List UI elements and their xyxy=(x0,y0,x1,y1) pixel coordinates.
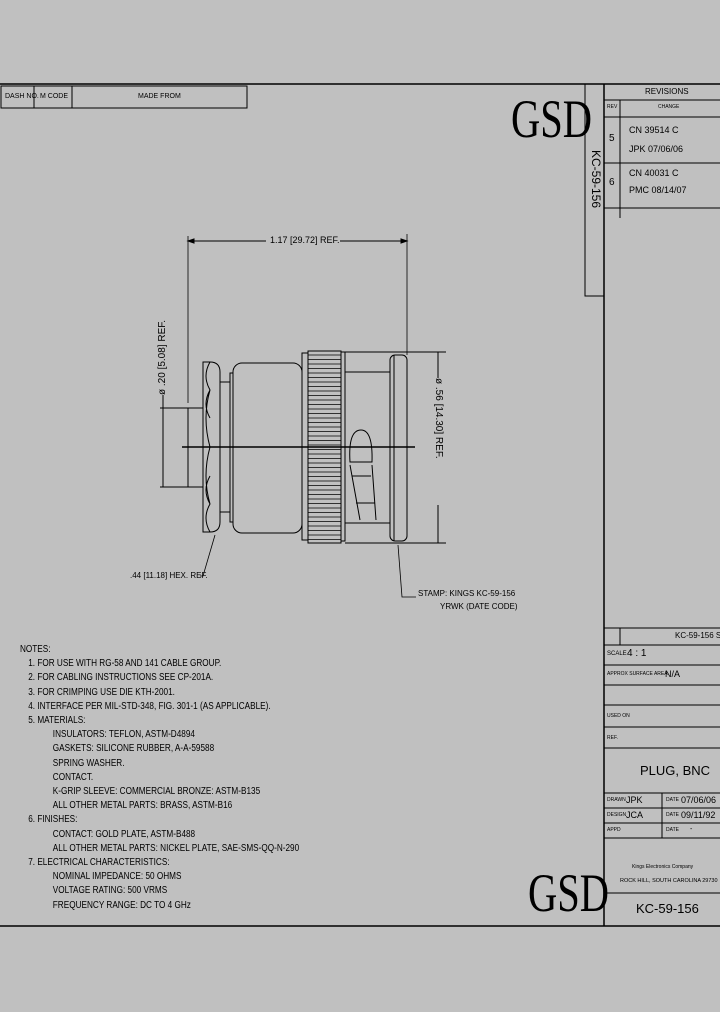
note-item: INSULATORS: TEFLON, ASTM-D4894 xyxy=(52,729,195,741)
hex-nut xyxy=(202,361,221,533)
ref-label: REF. xyxy=(607,735,618,741)
note-item: K-GRIP SLEEVE: COMMERCIAL BRONZE: ASTM-B… xyxy=(52,786,261,798)
note-item: 2. FOR CABLING INSTRUCTIONS SEE CP-201A. xyxy=(28,672,214,684)
rev-column-header: REV xyxy=(607,104,618,110)
note-item: 4. INTERFACE PER MIL-STD-348, FIG. 301-1… xyxy=(28,700,271,712)
revisions-title: REVISIONS xyxy=(645,87,689,96)
dash-no-label: DASH NO. xyxy=(5,93,39,100)
drawn-label: DRAWN xyxy=(607,797,626,803)
note-item: NOMINAL IMPEDANCE: 50 OHMS xyxy=(52,871,182,883)
scale-value: 4 : 1 xyxy=(627,648,647,659)
design-label: DESIGN xyxy=(607,812,627,818)
made-from-label: MADE FROM xyxy=(138,93,181,100)
stamp-leader xyxy=(397,544,416,598)
appd-label: APPD xyxy=(607,827,621,833)
note-item: 3. FOR CRIMPING USE DIE KTH-2001. xyxy=(28,686,175,698)
notes-heading: NOTES: xyxy=(20,644,51,655)
side-part-number: KC-59-156 xyxy=(589,150,603,209)
note-item: 6. FINISHES: xyxy=(28,814,78,826)
side-number-box xyxy=(584,83,605,297)
note-item: CONTACT. xyxy=(52,771,94,783)
pin-diameter-dim: ø .20 [5.08] REF. xyxy=(157,319,168,395)
note-item: CONTACT: GOLD PLATE, ASTM-B488 xyxy=(52,828,196,840)
surface-area-label: APPROX SURFACE AREA xyxy=(607,671,668,677)
hex-dim: .44 [11.18] HEX. REF. xyxy=(130,571,208,580)
stamp-note-line2: YRWK (DATE CODE) xyxy=(440,602,518,611)
note-item: GASKETS: SILICONE RUBBER, A-A-59588 xyxy=(52,743,215,755)
note-item: 1. FOR USE WITH RG-58 AND 141 CABLE GROU… xyxy=(28,658,222,670)
drawn-value: JPK xyxy=(626,795,643,805)
drawn-date-label: DATE xyxy=(666,797,679,803)
overall-length-dim: 1.17 [29.72] REF. xyxy=(270,235,340,245)
design-date: 09/11/92 xyxy=(681,810,716,820)
gsd-logo-top: GSD xyxy=(511,89,593,149)
drawing-title: PLUG, BNC xyxy=(640,763,711,778)
m-code-label: M CODE xyxy=(40,93,68,100)
bnc-plug-drawing xyxy=(160,234,446,598)
drawing-ref: KC-59-156 SD xyxy=(675,631,720,640)
appd-date-label: DATE xyxy=(666,827,679,833)
appd-date: - xyxy=(690,826,693,833)
note-item: VOLTAGE RATING: 500 VRMS xyxy=(52,885,168,897)
company-name: Kings Electronics Company xyxy=(632,864,694,870)
design-date-label: DATE xyxy=(666,812,679,818)
note-item: FREQUENCY RANGE: DC TO 4 GHz xyxy=(52,899,191,911)
note-item: ALL OTHER METAL PARTS: NICKEL PLATE, SAE… xyxy=(52,842,300,854)
notes-section: NOTES: 1. FOR USE WITH RG-58 AND 141 CAB… xyxy=(20,643,360,913)
header-box xyxy=(0,85,248,109)
surface-area-value: N/A xyxy=(665,669,681,679)
note-item: ALL OTHER METAL PARTS: BRASS, ASTM-B16 xyxy=(52,800,233,812)
body-diameter-dim: ø .56 [14.30] REF. xyxy=(433,378,444,459)
bayonet-stud xyxy=(349,429,373,463)
stamp-note-line1: STAMP: KINGS KC-59-156 xyxy=(418,589,516,598)
change-column-header: CHANGE xyxy=(658,104,680,110)
note-item: 5. MATERIALS: xyxy=(28,715,86,727)
company-address: ROCK HILL, SOUTH CAROLINA 29730 xyxy=(620,878,718,884)
gsd-logo-bottom: GSD xyxy=(528,863,610,923)
crimp-body xyxy=(232,362,303,534)
hex-leader xyxy=(200,534,216,577)
design-value: JCA xyxy=(626,810,644,820)
drawn-date: 07/06/06 xyxy=(681,795,717,805)
used-on-label: USED ON xyxy=(607,713,630,719)
part-number: KC-59-156 xyxy=(636,901,699,916)
note-item: 7. ELECTRICAL CHARACTERISTICS: xyxy=(28,857,170,869)
coupling-ring xyxy=(389,354,408,542)
scale-label: SCALE xyxy=(607,651,627,657)
note-item: SPRING WASHER. xyxy=(52,757,125,769)
